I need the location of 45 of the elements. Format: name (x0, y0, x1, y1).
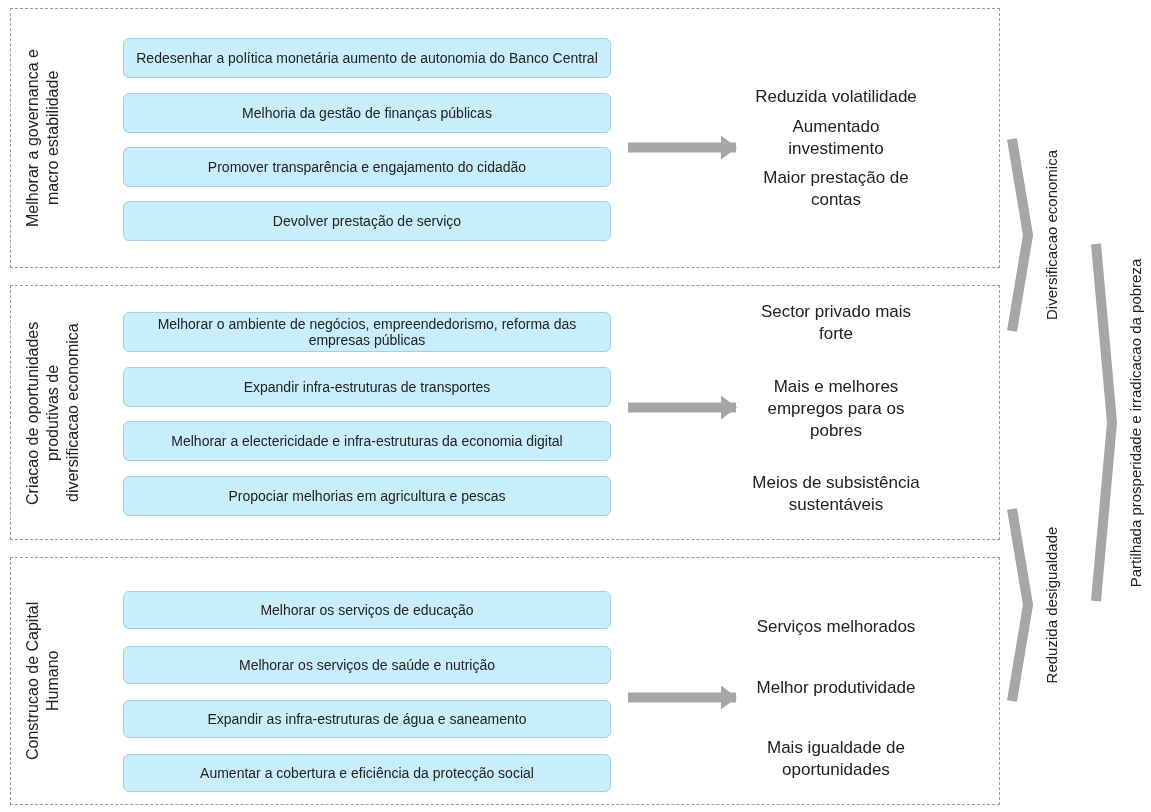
block-arrow (628, 135, 737, 160)
action-box (123, 754, 611, 792)
outcome-text: Melhor produtividade (756, 676, 916, 699)
action-text: Melhorar os serviços de saúde e nutrição (239, 657, 495, 673)
block-arrow (628, 685, 737, 710)
dashed-group-panel (10, 8, 1000, 268)
action-box (123, 421, 611, 461)
panel-heading: Construcao de Capital Humano (23, 600, 62, 763)
outcome-text: Reduzida volatilidade (755, 86, 917, 108)
outcome-text: Mais e melhores empregos para os pobres (766, 375, 906, 442)
action-text: Melhorar o ambiente de negócios, empreendedorismo, reforma das empresas públicas (156, 316, 578, 348)
outcome-text: Meios de subsistência sustentáveis (751, 472, 921, 516)
outcome-label: Diversificacao economica (1042, 149, 1061, 321)
action-box (123, 312, 611, 352)
dashed-group-panel (10, 557, 1000, 805)
action-text: Expandir as infra-estruturas de água e saneamento (207, 711, 527, 727)
action-box (123, 367, 611, 407)
action-text: Melhoria da gestão de finanças públicas (242, 105, 492, 121)
panel-heading: Melhorar a governanca e macro estabilidade (23, 48, 62, 229)
outcome-text: Serviços melhorados (756, 616, 916, 638)
action-box (123, 591, 611, 629)
action-box (123, 476, 611, 516)
outcome-text: Mais igualdade de oportunidades (766, 737, 906, 781)
action-text: Melhorar a electericidade e infra-estruturas da economia digital (171, 433, 563, 449)
action-text: Redesenhar a política monetária aumento de autonomia do Banco Central (136, 50, 598, 66)
action-box (123, 147, 611, 187)
action-text: Devolver prestação de serviço (272, 213, 462, 229)
block-arrow (628, 395, 737, 420)
action-text: Promover transparência e engajamento do cidadão (207, 159, 527, 175)
panel-heading: Criacao de oportunidades produtivas de diversificacao economica (23, 319, 82, 507)
outcome-text: Maior prestação de contas (762, 167, 910, 211)
outcome-text: Aumentado investimento (787, 115, 885, 160)
outcome-text: Sector privado mais forte (759, 301, 913, 345)
action-box (123, 93, 611, 133)
outcome-label: Reduzida desigualdade (1042, 526, 1061, 684)
action-text: Melhorar os serviços de educação (260, 602, 474, 618)
action-text: Propociar melhorias em agricultura e pescas (228, 488, 506, 504)
action-text: Aumentar a cobertura e eficiência da protecção social (200, 765, 534, 781)
action-box (123, 201, 611, 241)
action-text: Expandir infra-estruturas de transportes (243, 379, 491, 395)
action-box (123, 38, 611, 78)
action-box (123, 646, 611, 684)
dashed-group-panel (10, 285, 1000, 540)
action-box (123, 700, 611, 738)
outcome-label: Partilhada prosperidade e irradicacao da pobreza (1126, 258, 1145, 587)
